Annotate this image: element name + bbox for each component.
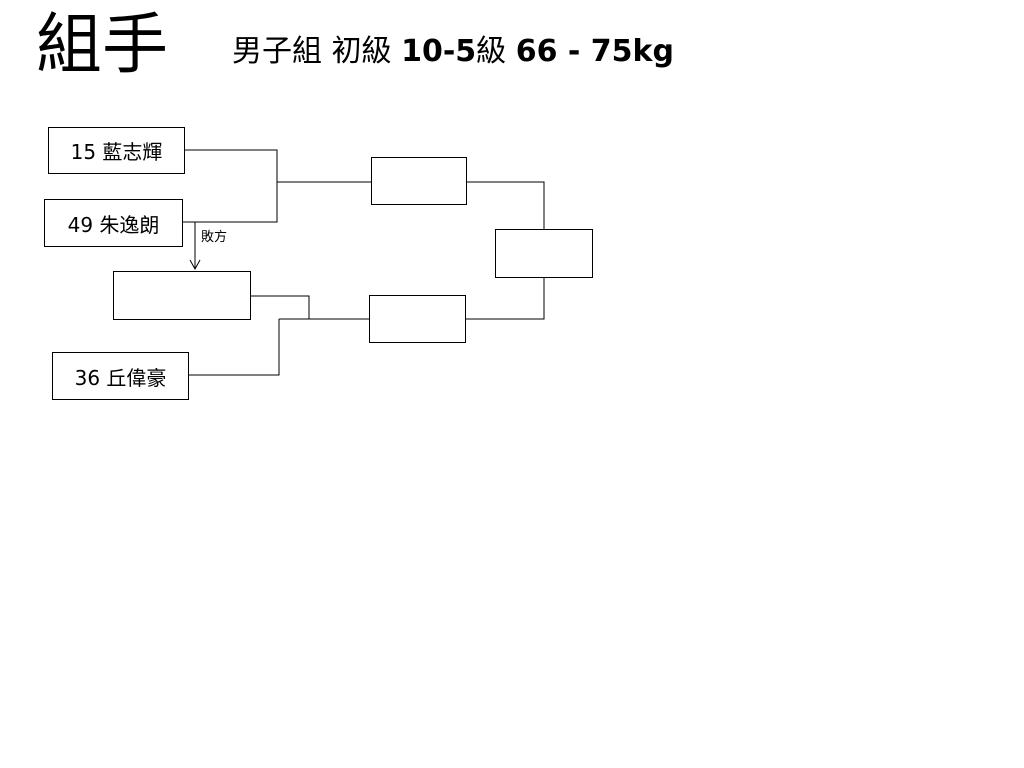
competitor-slot-15: 15 藍志輝	[48, 127, 185, 174]
division-grade-range: 10-5	[401, 34, 477, 69]
competitor-name: 36 丘偉豪	[74, 365, 167, 390]
bracket-line-winner-upper	[467, 181, 545, 230]
competitor-slot-49: 49 朱逸朗	[44, 199, 183, 247]
division-category: 男子組 初級	[232, 34, 392, 69]
match-2-winner-slot	[369, 295, 466, 343]
bracket-line-winner-lower	[465, 277, 545, 320]
competitor-name: 15 藍志輝	[70, 140, 163, 164]
page-title: 組手	[36, 6, 168, 83]
division-subtitle: 男子組 初級 10-5級 66 - 75kg	[232, 32, 674, 72]
loser-arrow-head	[189, 259, 201, 271]
bracket-line-competitor-36	[189, 319, 280, 376]
bracket-line-competitor-15	[185, 149, 278, 182]
bracket-line-competitor-49	[183, 182, 278, 223]
loser-slot	[113, 271, 251, 320]
loser-label: 敗方	[201, 230, 228, 245]
competitor-slot-36: 36 丘偉豪	[52, 352, 189, 400]
final-winner-slot	[495, 229, 593, 278]
competitor-name: 49 朱逸朗	[67, 212, 160, 237]
division-grade-unit: 級	[476, 34, 507, 69]
bracket-line-loser-slot	[250, 295, 310, 319]
match-1-winner-slot	[371, 157, 467, 205]
division-weight-class: 66 - 75kg	[515, 34, 674, 69]
